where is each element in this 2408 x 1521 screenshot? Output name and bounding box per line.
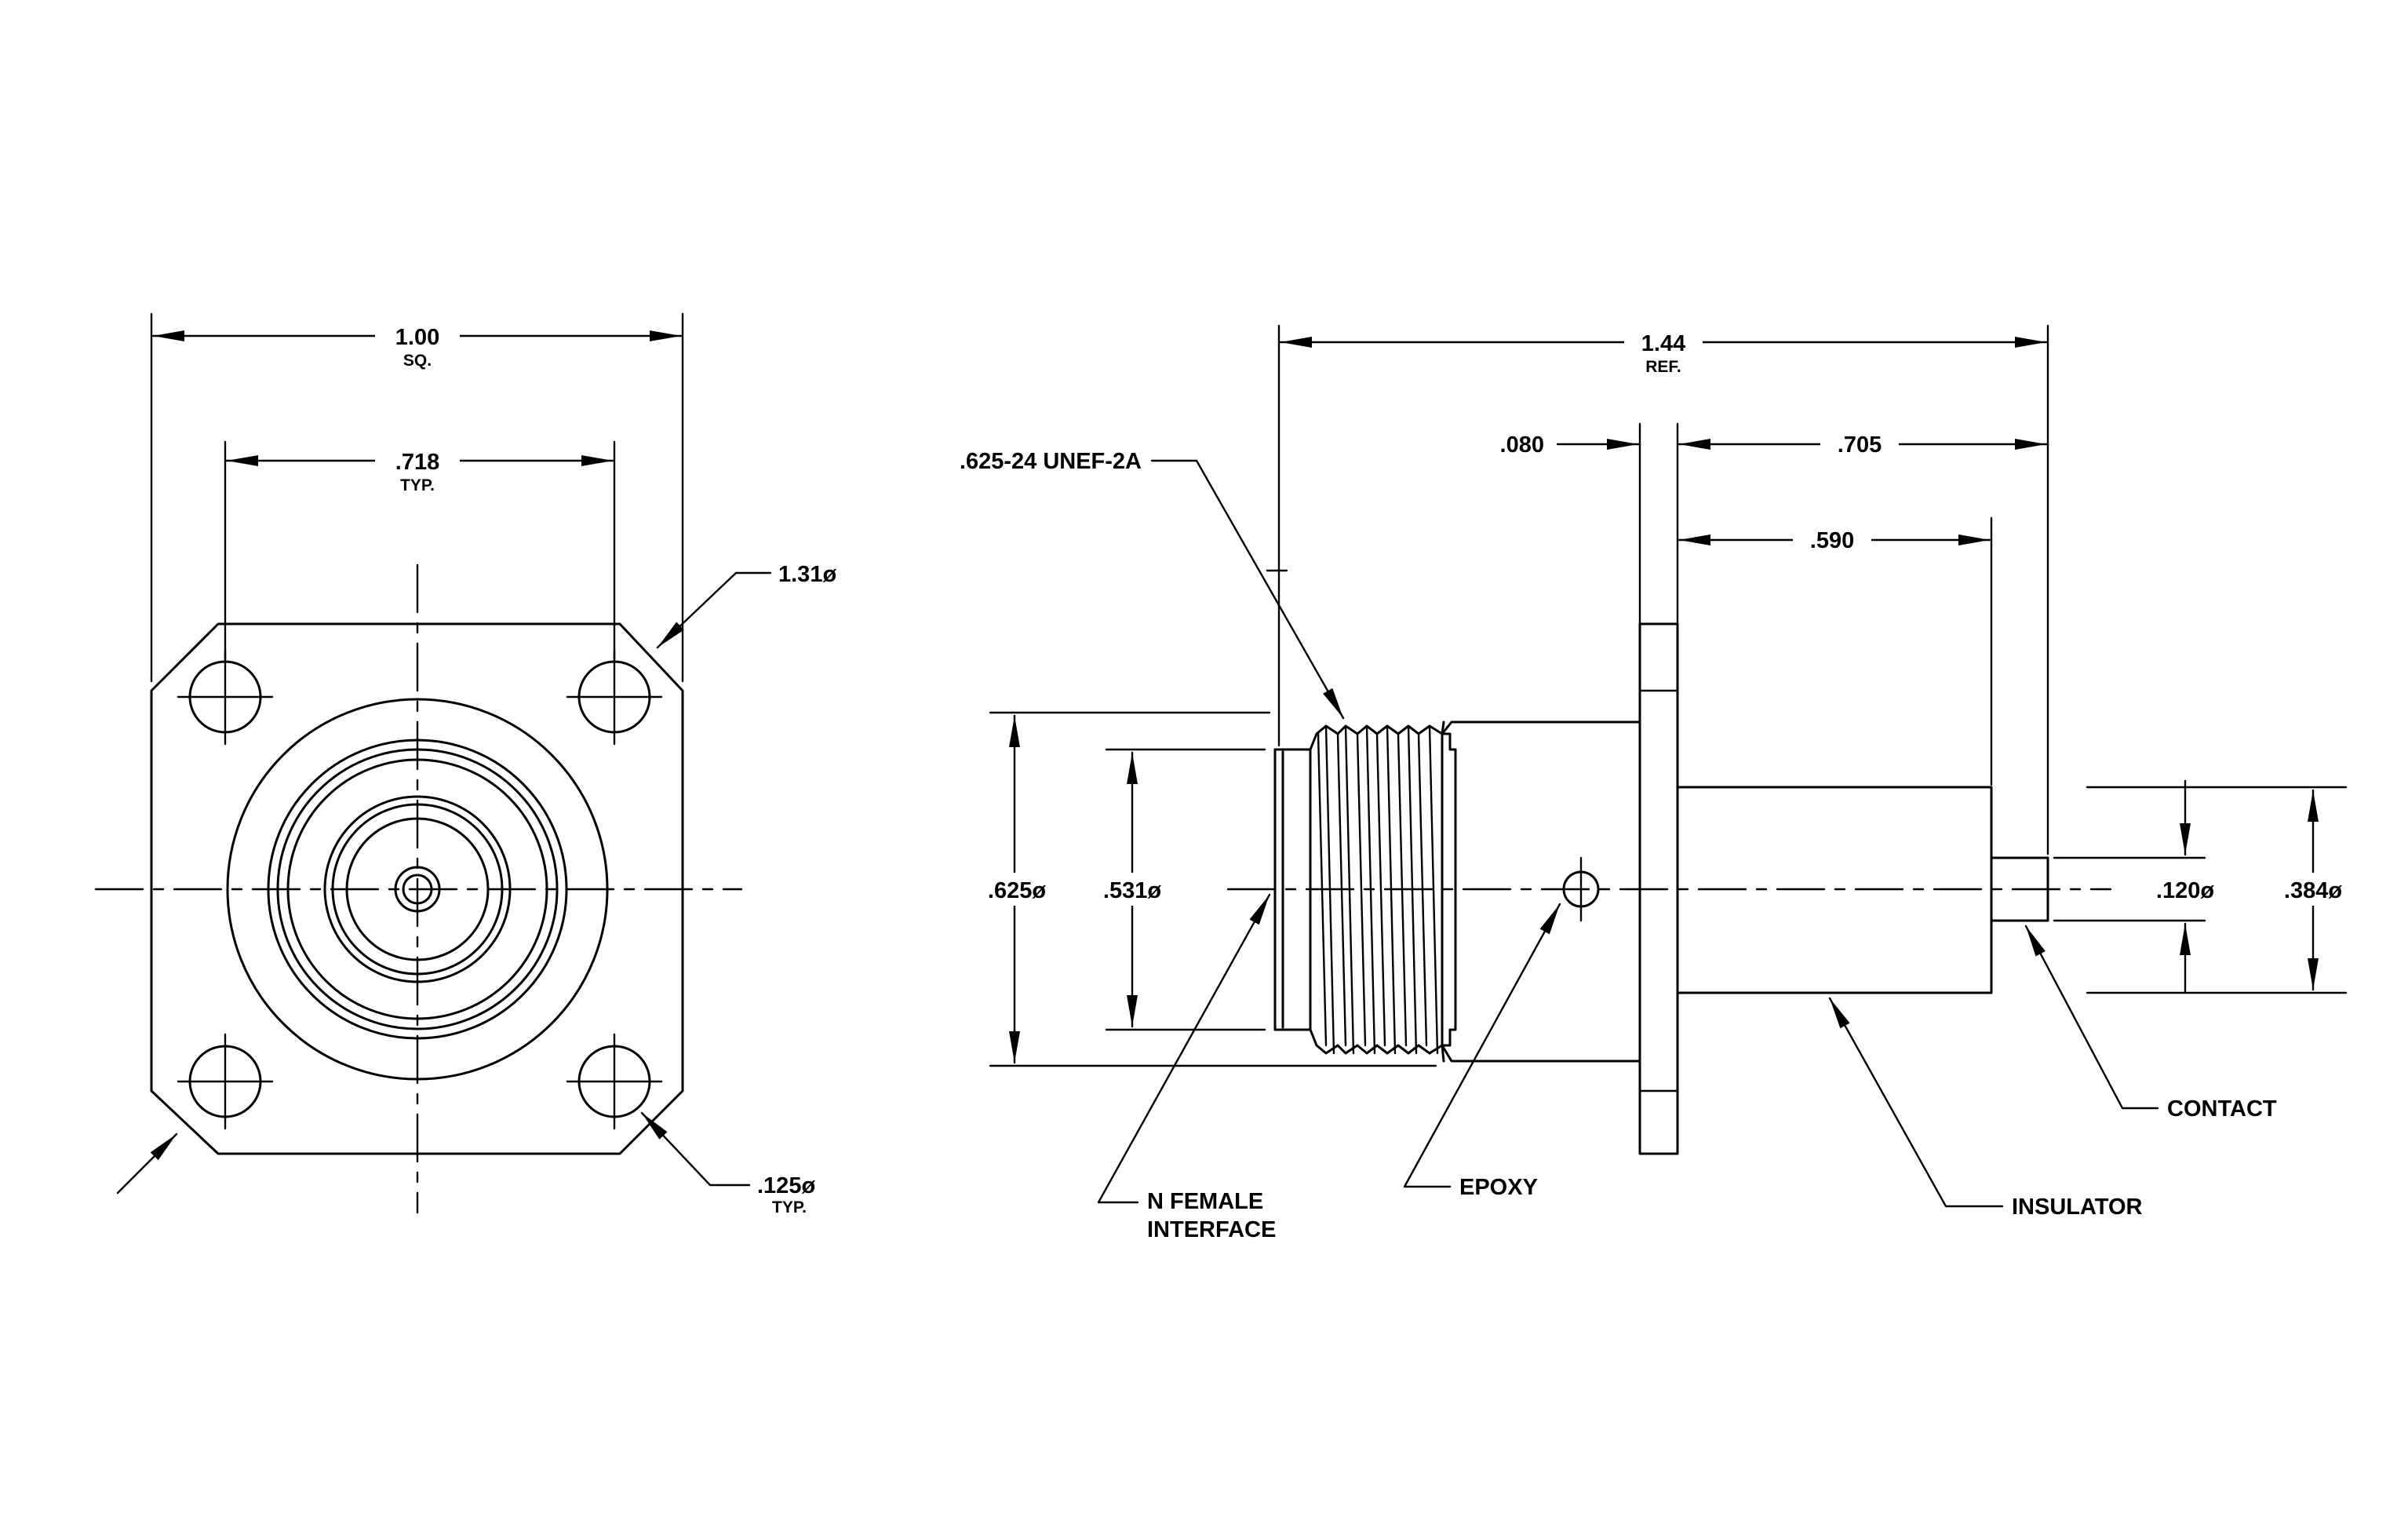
dim-insulator-dia: .384ø xyxy=(2284,878,2342,903)
dim-hole-dia: .125ø xyxy=(757,1173,815,1198)
front-view: 1.00 SQ. .718 TYP. 1.31ø .125ø TYP. xyxy=(94,312,836,1216)
dim-flange-thickness: .080 xyxy=(1500,432,1544,458)
dim-flange-square: 1.00 xyxy=(395,325,439,350)
dim-hole-spacing: .718 xyxy=(395,450,439,475)
callout-epoxy: EPOXY xyxy=(1459,1175,1538,1200)
dim-chamfer-dia: 1.31ø xyxy=(778,562,836,587)
callout-insulator: INSULATOR xyxy=(2012,1195,2143,1220)
dim-rear-length: .705 xyxy=(1838,432,1882,458)
connector-body xyxy=(1441,720,1641,1063)
callout-contact: CONTACT xyxy=(2167,1096,2277,1122)
mounting-hole-bl xyxy=(177,1033,274,1130)
callout-interface-line1: N FEMALE xyxy=(1147,1189,1263,1214)
side-contact xyxy=(1990,856,2049,922)
thread-section xyxy=(1309,720,1445,1063)
dim-contact-dia: .120ø xyxy=(2156,878,2214,903)
callout-interface-line2: INTERFACE xyxy=(1147,1217,1276,1242)
dim-inner-dia: .531ø xyxy=(1103,878,1161,903)
dim-outer-dia: .625ø xyxy=(988,878,1046,903)
dim-hole-dia-note: TYP. xyxy=(772,1198,807,1216)
dim-hole-spacing-note: TYP. xyxy=(400,476,435,494)
dim-flange-square-note: SQ. xyxy=(403,352,432,370)
mounting-hole-br xyxy=(566,1033,663,1130)
front-flange-outline xyxy=(150,622,684,1155)
mounting-hole-tr xyxy=(566,648,663,746)
dim-insulator-length: .590 xyxy=(1810,528,1854,553)
mounting-hole-tl xyxy=(177,648,274,746)
dim-overall-length-note: REF. xyxy=(1645,358,1681,376)
side-view: 1.44 REF. .080 .705 .590 .625-24 UNEF-2A… xyxy=(960,324,2351,1242)
dim-thread-spec: .625-24 UNEF-2A xyxy=(960,449,1142,474)
dim-overall-length: 1.44 xyxy=(1641,331,1685,356)
